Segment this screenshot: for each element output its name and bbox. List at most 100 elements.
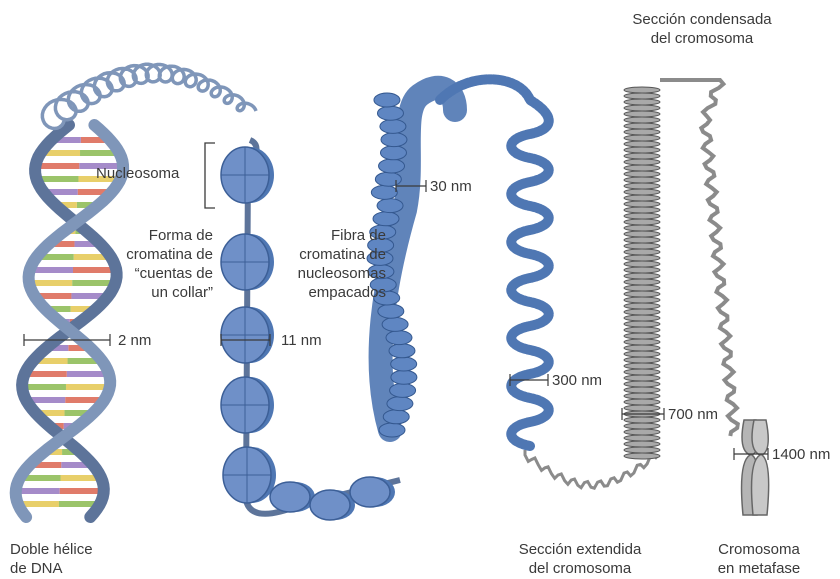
condensed-coil	[624, 123, 660, 129]
condensed-coil	[624, 375, 660, 381]
fiber-nucleosome	[379, 159, 405, 173]
fiber-nucleosome	[373, 212, 399, 226]
fiber-nucleosome	[391, 370, 417, 384]
condensed-coil	[624, 153, 660, 159]
condensed-coil	[624, 117, 660, 123]
condensed-coil	[624, 93, 660, 99]
condensed-coil	[624, 435, 660, 441]
fiber-nucleosome	[382, 317, 408, 331]
condensed-coil	[624, 225, 660, 231]
condensed-coil	[624, 189, 660, 195]
condensed-coil	[624, 213, 660, 219]
condensed-coil	[624, 249, 660, 255]
fiber-nucleosome	[387, 397, 413, 411]
fiber-nucleosome	[379, 423, 405, 437]
fiber-nucleosome	[381, 133, 407, 147]
condensed-coil	[624, 357, 660, 363]
fiber-nucleosome	[390, 383, 416, 397]
fiber-width-label: 30 nm	[430, 177, 472, 196]
nucleosome-bracket	[205, 143, 215, 208]
condensed-coil	[624, 387, 660, 393]
fiber-nucleosome	[377, 106, 403, 120]
condensed-coil	[624, 321, 660, 327]
condensed-coil	[624, 369, 660, 375]
condensed-coil	[624, 171, 660, 177]
condensed-coil	[624, 135, 660, 141]
condensed-coil	[624, 129, 660, 135]
fiber-nucleosome	[380, 146, 406, 160]
condensed-coil-right	[660, 80, 738, 436]
metaphase-width-label: 1400 nm	[772, 445, 830, 464]
condensed-chromosome-section	[624, 80, 738, 459]
condensed-coil	[624, 453, 660, 459]
condensed-coil	[624, 105, 660, 111]
condensed-coil	[624, 207, 660, 213]
condensed-coil	[624, 99, 660, 105]
condensed-coil	[624, 333, 660, 339]
condensed-coil	[624, 285, 660, 291]
condensed-coil	[624, 381, 660, 387]
condensed-coil	[624, 423, 660, 429]
condensed-coil	[624, 261, 660, 267]
condensed-coil	[624, 303, 660, 309]
nucleosome-label: Nucleosoma	[96, 164, 179, 183]
condensed-coil	[624, 405, 660, 411]
condensed-coil	[624, 393, 660, 399]
nucleosome	[350, 477, 390, 507]
fiber-nucleosome	[389, 344, 415, 358]
dna-supercoil	[42, 64, 256, 128]
condensed-coil	[624, 201, 660, 207]
condensed-coil	[624, 165, 660, 171]
extended-loops	[440, 79, 549, 446]
condensed-coil	[624, 237, 660, 243]
packed-fiber-label: Fibra de cromatina de nucleosomas empaca…	[298, 226, 386, 302]
condensed-coil	[624, 159, 660, 165]
extended-width-label: 300 nm	[552, 371, 602, 390]
condensed-coil	[624, 111, 660, 117]
condensed-coil	[624, 339, 660, 345]
condensed-coil	[624, 447, 660, 453]
condensed-coil	[624, 363, 660, 369]
fiber-nucleosome	[374, 93, 400, 107]
condensed-coil	[624, 87, 660, 93]
condensed-coil	[624, 309, 660, 315]
condensed-coil	[624, 231, 660, 237]
condensed-coil	[624, 399, 660, 405]
fiber-nucleosome	[377, 199, 403, 213]
condensed-width-label: 700 nm	[668, 405, 718, 424]
condensed-coil	[624, 177, 660, 183]
fiber-nucleosome	[380, 119, 406, 133]
fiber-nucleosome	[383, 410, 409, 424]
condensed-coil	[624, 243, 660, 249]
beads-on-string-label: Forma de cromatina de “cuentas de un col…	[126, 226, 213, 302]
condensed-coil	[624, 351, 660, 357]
condensed-coil	[624, 279, 660, 285]
condensed-coil	[624, 327, 660, 333]
dna-width-label: 2 nm	[118, 331, 151, 350]
condensed-coil	[624, 417, 660, 423]
condensed-coil	[624, 441, 660, 447]
dna-helix-label: Doble hélice de DNA	[10, 540, 93, 578]
condensed-coil	[624, 183, 660, 189]
condensed-coil	[624, 255, 660, 261]
condensed-coil	[624, 291, 660, 297]
condensed-coil	[624, 141, 660, 147]
fiber-nucleosome	[371, 185, 397, 199]
metaphase-label: Cromosoma en metafase	[704, 540, 814, 578]
condensed-coil	[624, 219, 660, 225]
beads-width-label: 11 nm	[281, 331, 322, 350]
condensed-coil	[624, 315, 660, 321]
condensed-coil	[624, 429, 660, 435]
supercoil-path	[42, 64, 256, 128]
fiber-nucleosome	[386, 331, 412, 345]
fiber-nucleosome	[391, 357, 417, 371]
condensed-coil	[624, 297, 660, 303]
condensed-section-label: Sección condensada del cromosoma	[627, 10, 777, 48]
fiber-nucleosome	[378, 304, 404, 318]
condensed-coil	[624, 273, 660, 279]
nucleosome	[310, 490, 350, 520]
condensed-coil	[624, 267, 660, 273]
condensed-coil	[624, 195, 660, 201]
condensed-coil	[624, 147, 660, 153]
extended-section-label: Sección extendida del cromosoma	[505, 540, 655, 578]
